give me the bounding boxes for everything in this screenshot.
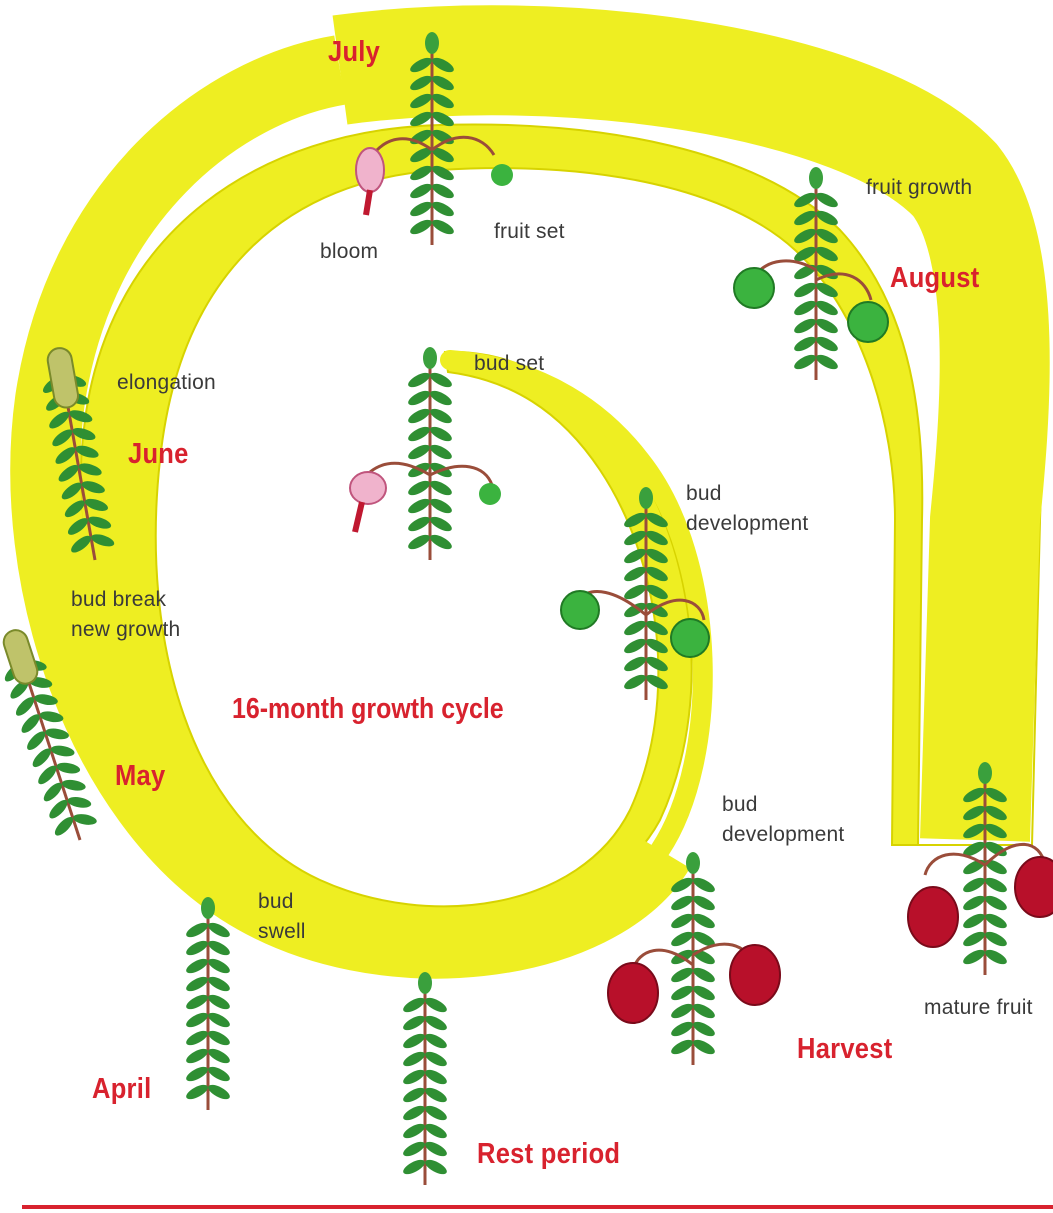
label-elongation: elongation: [117, 368, 216, 398]
label-fruit-set: fruit set: [494, 217, 565, 247]
label-bud-swell: bud swell: [258, 887, 306, 947]
label-bud-swell-line2: swell: [258, 917, 306, 947]
cranberry-plant-icon: [184, 897, 232, 1110]
month-august: August: [890, 262, 979, 295]
label-bud-break-line2: new growth: [71, 615, 180, 645]
month-april: April: [92, 1073, 151, 1106]
month-june: June: [128, 438, 189, 471]
label-bud-development-upper: bud development: [686, 479, 808, 539]
label-bud-set: bud set: [474, 349, 544, 379]
cranberry-plant-icon: [669, 852, 717, 1065]
cranberry-plant-icon: [401, 972, 449, 1185]
footer-divider: [22, 1205, 1053, 1209]
label-mature-fruit: mature fruit: [924, 993, 1033, 1023]
diagram-title: 16-month growth cycle: [232, 693, 504, 726]
cranberry-plant-icon: [406, 347, 454, 560]
label-bud-break: bud break new growth: [71, 585, 180, 645]
red-berry-icon: [608, 963, 658, 1023]
bloom-flower-icon: [356, 148, 384, 192]
label-bloom: bloom: [320, 237, 378, 267]
label-bud-development-lower-line1: bud: [722, 790, 844, 820]
label-bud-development-lower-line2: development: [722, 820, 844, 850]
plant-rest-period: [401, 972, 449, 1185]
label-fruit-growth: fruit growth: [866, 173, 972, 203]
label-bud-swell-line1: bud: [258, 887, 306, 917]
label-bud-development-lower: bud development: [722, 790, 844, 850]
plant-april: [184, 897, 232, 1110]
green-berry-icon: [491, 164, 513, 186]
month-may: May: [115, 760, 165, 793]
cranberry-plant-icon: [622, 487, 670, 700]
label-bud-development-upper-line2: development: [686, 509, 808, 539]
month-rest-period: Rest period: [477, 1138, 620, 1171]
month-july: July: [328, 36, 380, 69]
cranberry-plant-icon: [961, 762, 1009, 975]
label-bud-break-line1: bud break: [71, 585, 180, 615]
label-bud-development-upper-line1: bud: [686, 479, 808, 509]
month-harvest: Harvest: [797, 1033, 892, 1066]
